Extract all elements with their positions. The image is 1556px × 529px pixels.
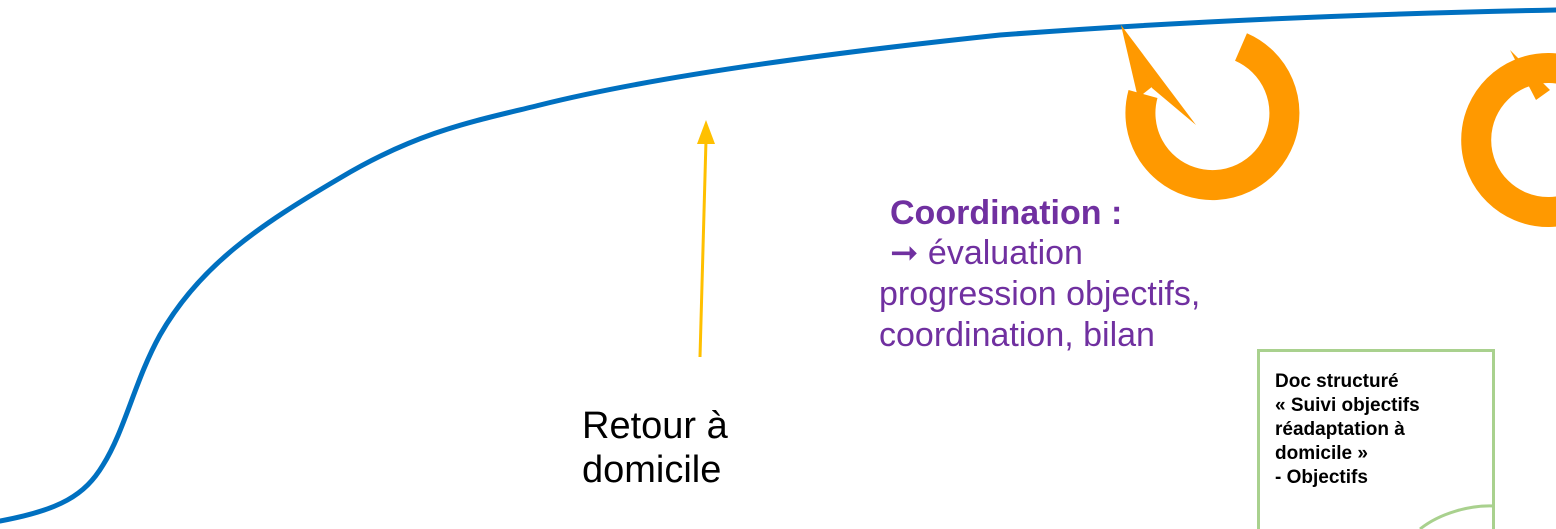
circular-arrow-icon — [1461, 50, 1556, 227]
doc-line-3: réadaptation à — [1275, 419, 1405, 440]
doc-line-1: Doc structuré — [1275, 371, 1399, 392]
doc-line-4: domicile » — [1275, 443, 1368, 464]
coordination-line-1: ➞ évaluation — [890, 234, 1083, 272]
doc-line-2: « Suivi objectifs — [1275, 395, 1420, 416]
doc-line-5: - Objectifs — [1275, 467, 1368, 488]
coordination-block: Coordination : ➞ évaluation progression … — [879, 193, 1200, 356]
retour-line-1: Retour à — [582, 405, 728, 447]
coordination-line-2: progression objectifs, — [879, 275, 1201, 313]
retour-line-2: domicile — [582, 449, 722, 491]
retour-domicile-label: Retour à domicile — [582, 404, 728, 492]
coordination-line-3: coordination, bilan — [879, 316, 1155, 354]
coordination-title: Coordination : — [890, 194, 1123, 232]
progression-curve — [0, 7, 1556, 524]
doc-structure-box: Doc structuré « Suivi objectifs réadapta… — [1257, 349, 1495, 529]
circular-arrow-icon — [1121, 25, 1300, 201]
up-arrow-icon — [697, 120, 715, 358]
